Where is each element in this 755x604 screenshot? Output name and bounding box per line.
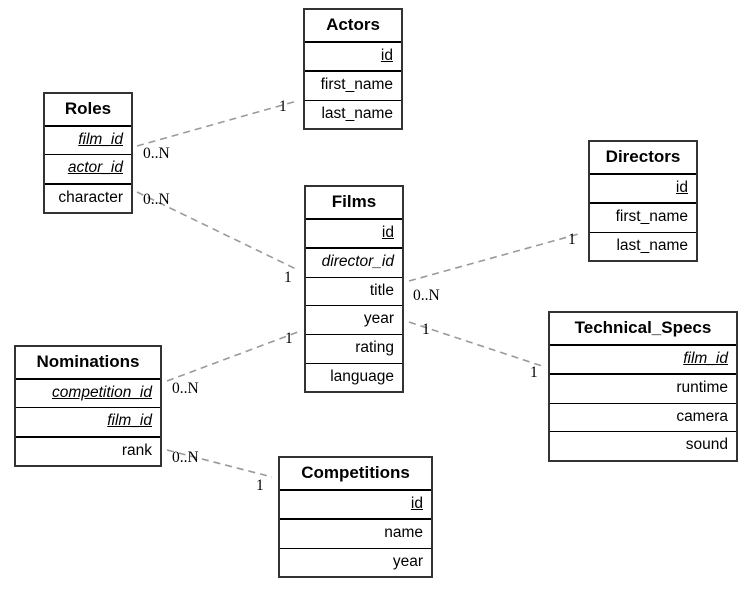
attribute-actors-first-name[interactable]: first_name (305, 72, 401, 101)
cardinality-films-directors-to: 1 (568, 231, 576, 248)
entity-title-technical-specs: Technical_Specs (550, 313, 736, 346)
edge-nominations-films[interactable] (166, 331, 299, 382)
attribute-actors-id[interactable]: id (305, 42, 401, 73)
attribute-actors-last-name[interactable]: last_name (305, 100, 401, 129)
entity-title-actors: Actors (305, 10, 401, 43)
cardinality-nominations-films-from: 0..N (172, 380, 199, 397)
cardinality-roles-films-to: 1 (284, 269, 292, 286)
entity-title-roles: Roles (45, 94, 131, 127)
cardinality-nominations-competitions-from: 0..N (172, 449, 199, 466)
attribute-competitions-name[interactable]: name (280, 520, 431, 549)
attribute-competitions-year[interactable]: year (280, 548, 431, 577)
attribute-films-language[interactable]: language (306, 363, 402, 392)
attribute-nominations-film-id[interactable]: film_id (16, 408, 160, 438)
attribute-nominations-competition-id[interactable]: competition_id (16, 379, 160, 409)
attribute-films-title[interactable]: title (306, 277, 402, 307)
entity-title-directors: Directors (590, 142, 696, 175)
attribute-technical-specs-runtime[interactable]: runtime (550, 375, 736, 404)
cardinality-nominations-films-to: 1 (285, 330, 293, 347)
attribute-films-director-id[interactable]: director_id (306, 249, 402, 278)
attribute-directors-id[interactable]: id (590, 174, 696, 205)
attribute-competitions-id[interactable]: id (280, 490, 431, 521)
attribute-films-year[interactable]: year (306, 306, 402, 335)
cardinality-films-technical-specs-from: 1 (422, 321, 430, 338)
attribute-roles-film-id[interactable]: film_id (45, 126, 131, 156)
entity-title-competitions: Competitions (280, 458, 431, 491)
edge-roles-actors[interactable] (136, 100, 298, 147)
cardinality-roles-actors-from: 0..N (143, 145, 170, 162)
attribute-technical-specs-camera[interactable]: camera (550, 403, 736, 433)
entity-title-films: Films (306, 187, 402, 220)
cardinality-films-technical-specs-to: 1 (530, 364, 538, 381)
cardinality-roles-actors-to: 1 (279, 98, 287, 115)
attribute-roles-actor-id[interactable]: actor_id (45, 155, 131, 185)
attribute-nominations-rank[interactable]: rank (16, 437, 160, 466)
attribute-films-id[interactable]: id (306, 219, 402, 250)
edge-films-directors[interactable] (408, 232, 583, 282)
cardinality-films-directors-from: 0..N (413, 287, 440, 304)
cardinality-nominations-competitions-to: 1 (256, 477, 264, 494)
attribute-technical-specs-film-id[interactable]: film_id (550, 345, 736, 376)
attribute-directors-last-name[interactable]: last_name (590, 232, 696, 261)
entity-title-nominations: Nominations (16, 347, 160, 380)
attribute-directors-first-name[interactable]: first_name (590, 204, 696, 233)
attribute-films-rating[interactable]: rating (306, 334, 402, 364)
cardinality-roles-films-from: 0..N (143, 191, 170, 208)
attribute-technical-specs-sound[interactable]: sound (550, 432, 736, 460)
attribute-roles-character[interactable]: character (45, 184, 131, 213)
